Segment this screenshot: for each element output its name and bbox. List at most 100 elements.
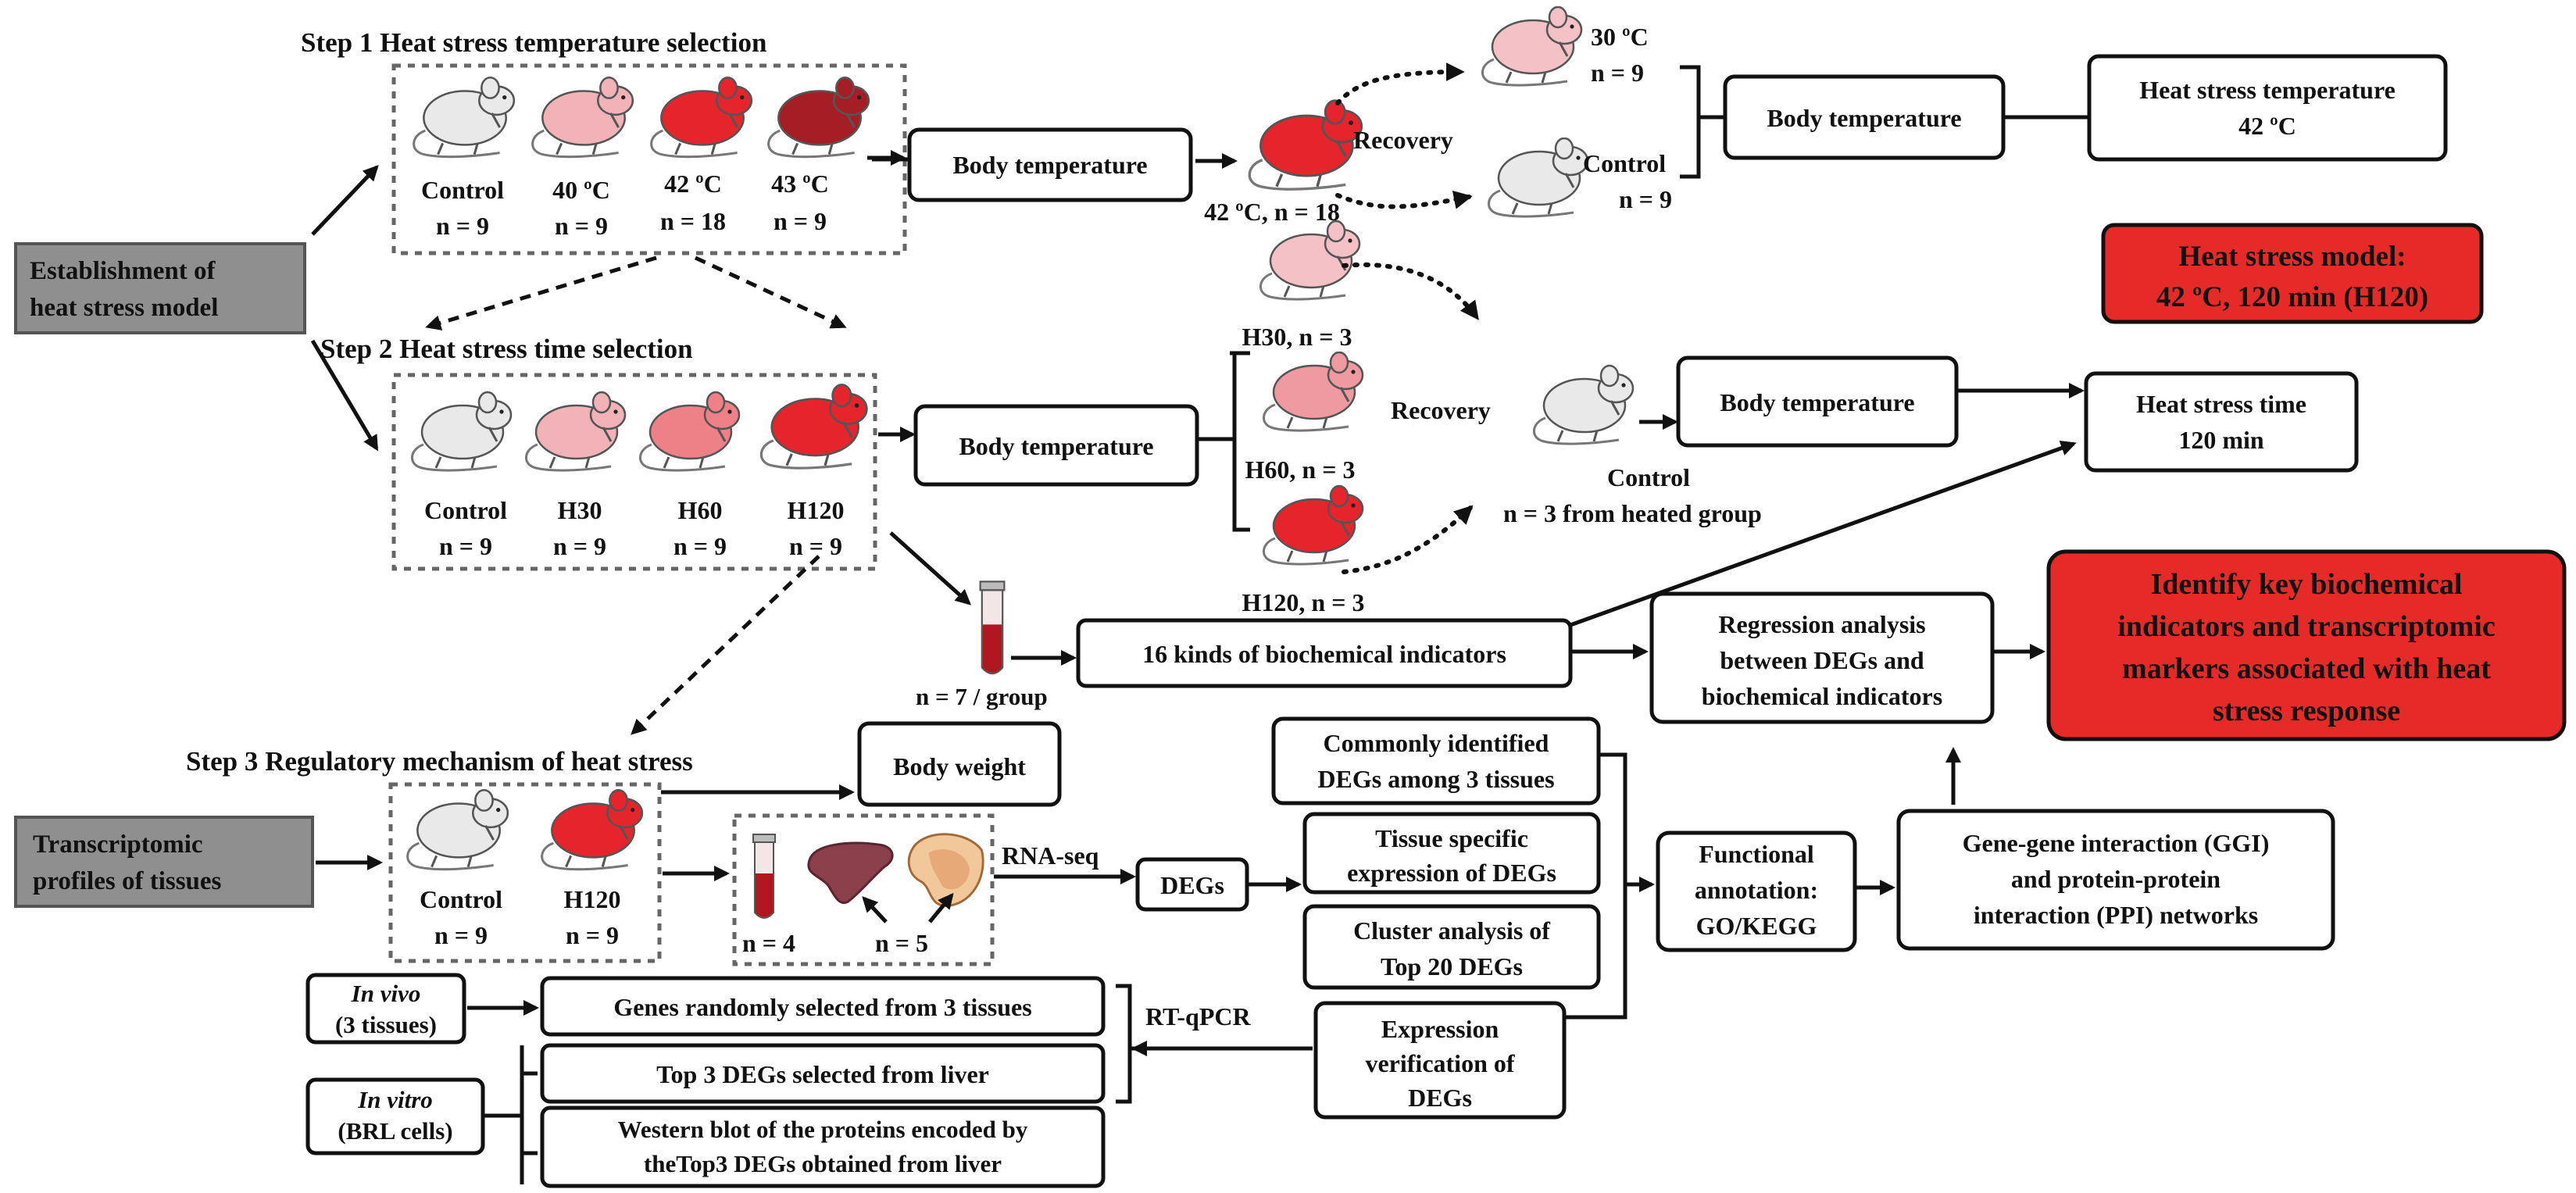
step3-group-n: n = 9 [566,921,619,949]
rec-control-n: n = 9 [1619,185,1672,213]
arrow-to-blood-tube [889,531,971,605]
bracket-step2 [1199,351,1250,532]
invivo-line1: In vivo [351,980,421,1007]
step2-group-name: H60 [678,496,723,524]
identify-line3: markers associated with heat [2122,652,2491,685]
step1-group-name: 40 ºC [552,176,610,204]
cluster-line1: Cluster analysis of [1353,916,1550,945]
common-degs-line1: Commonly identified [1324,729,1549,757]
step1-group-n: n = 18 [660,207,726,235]
mouse-control-icon [413,77,516,159]
step3-group-n: n = 9 [434,921,488,949]
step2-recovery-label: Recovery [1391,396,1491,424]
model-line2: 42 ºC, 120 min (H120) [2156,281,2428,313]
genes-random-label: Genes randomly selected from 3 tissues [613,993,1031,1021]
bracket-invitro [483,1045,538,1184]
mouse-heated-icon [1248,99,1363,191]
mouse-control-icon [406,789,509,871]
mouse-42c-icon [650,77,753,159]
h120-label: H120, n = 3 [1242,588,1365,616]
n5-label: n = 5 [875,929,928,957]
step2-body-temp2-box [1676,355,1959,448]
identify-box: Identify key biochemical indicators and … [2046,549,2567,741]
n-per-group-label: n = 7 / group [916,683,1048,710]
result-time-box [2084,371,2359,473]
mouse-rec-control-icon [1487,138,1589,218]
mouse-h30-icon [524,391,627,472]
mouse-h60-icon [638,391,741,472]
rec-control-label: Control [1583,149,1666,177]
indicators-label: 16 kinds of biochemical indicators [1142,640,1506,668]
step1-group-n: n = 9 [436,212,489,240]
step2-group-n: n = 9 [789,532,842,560]
mouse-40c-icon [531,77,634,159]
indicators-box [1076,618,1573,688]
step1-group-name: Control [421,176,504,204]
top3-box [540,1043,1106,1104]
invivo-box [305,973,466,1045]
step1-heated-label: 42 ºC, n = 18 [1204,198,1340,226]
transcriptomic-box: Transcriptomic profiles of tissues [14,816,314,908]
step1-group-name: 43 ºC [771,170,829,198]
step1-group-name: 42 ºC [664,170,722,198]
arrow-to-step2 [310,339,379,452]
step1-body-temp2-box [1723,74,2006,160]
mouse-h120-recovery-icon [1262,484,1364,566]
liver-icon [807,841,894,905]
step2-group-n: n = 9 [673,532,727,560]
step3-group-name: Control [420,885,502,913]
h60-label: H60, n = 3 [1245,455,1356,484]
tissue-specific-line1: Tissue specific [1375,824,1528,852]
invivo-line2: (3 tissues) [335,1011,437,1038]
common-degs-line2: DEGs among 3 tissues [1317,765,1554,793]
arrow-to-step1 [311,165,379,236]
arrow-recovery-control [1335,190,1473,209]
step1-recovery-label: Recovery [1353,126,1453,154]
rec-30c-n: n = 9 [1591,59,1644,87]
step2-group-n: n = 9 [439,532,492,560]
step2-title: Step 2 Heat stress time selection [320,334,693,364]
step1-title: Step 1 Heat stress temperature selection [301,27,766,58]
tissue-specific-line2: expression of DEGs [1347,859,1556,887]
result-time-line2: 120 min [2178,426,2264,454]
rec-30c-label: 30 ºC [1591,23,1649,51]
dotted-arrow-h30 [1342,262,1479,320]
mouse-h30-recovery-icon [1259,220,1361,301]
step2-control-label: Control [1607,463,1690,491]
common-degs-box [1271,716,1601,805]
mouse-h120-icon [759,383,868,470]
step2-group-name: H30 [558,496,602,524]
step2-group-n: n = 9 [553,532,606,560]
step2-mice [410,383,868,472]
body-weight-label: Body weight [893,752,1026,780]
blood-tube-icon [979,580,1006,675]
ggi-line1: Gene-gene interaction (GGI) [1963,829,2270,857]
identify-line4: stress response [2213,695,2400,727]
step1-body-temp-label: Body temperature [952,151,1147,179]
step1-group-n: n = 9 [555,212,608,240]
verification-line2: verification of [1365,1049,1514,1077]
identify-line2: indicators and transcriptomic [2117,610,2495,643]
arrow-kidney [928,892,954,923]
transcriptomic-line2: profiles of tissues [33,867,222,895]
transcriptomic-line1: Transcriptomic [33,830,203,859]
dashed-arrow-to-step3 [631,555,820,735]
step3-group-box [388,782,662,963]
from-heated-label: n = 3 from heated group [1503,499,1762,527]
regression-line2: between DEGs and [1720,646,1924,674]
step2-group-name: Control [424,496,507,524]
heat-stress-model-box: Heat stress model: 42 ºC, 120 min (H120) [2101,223,2484,324]
step1-body-temp2-label: Body temperature [1767,104,1961,132]
invitro-line2: (BRL cells) [338,1117,452,1145]
degs-box [1135,857,1249,912]
kidney-icon [907,833,984,907]
mouse-h60-recovery-icon [1262,352,1364,432]
cluster-box [1302,904,1601,990]
bracket-step1 [1680,65,1724,179]
body-weight-box [857,721,1062,807]
invitro-line1: In vitro [357,1086,433,1113]
western-line2: theTop3 DEGs obtained from liver [644,1150,1002,1177]
n4-label: n = 4 [742,929,795,957]
step3-title: Step 3 Regulatory mechanism of heat stre… [186,746,693,777]
